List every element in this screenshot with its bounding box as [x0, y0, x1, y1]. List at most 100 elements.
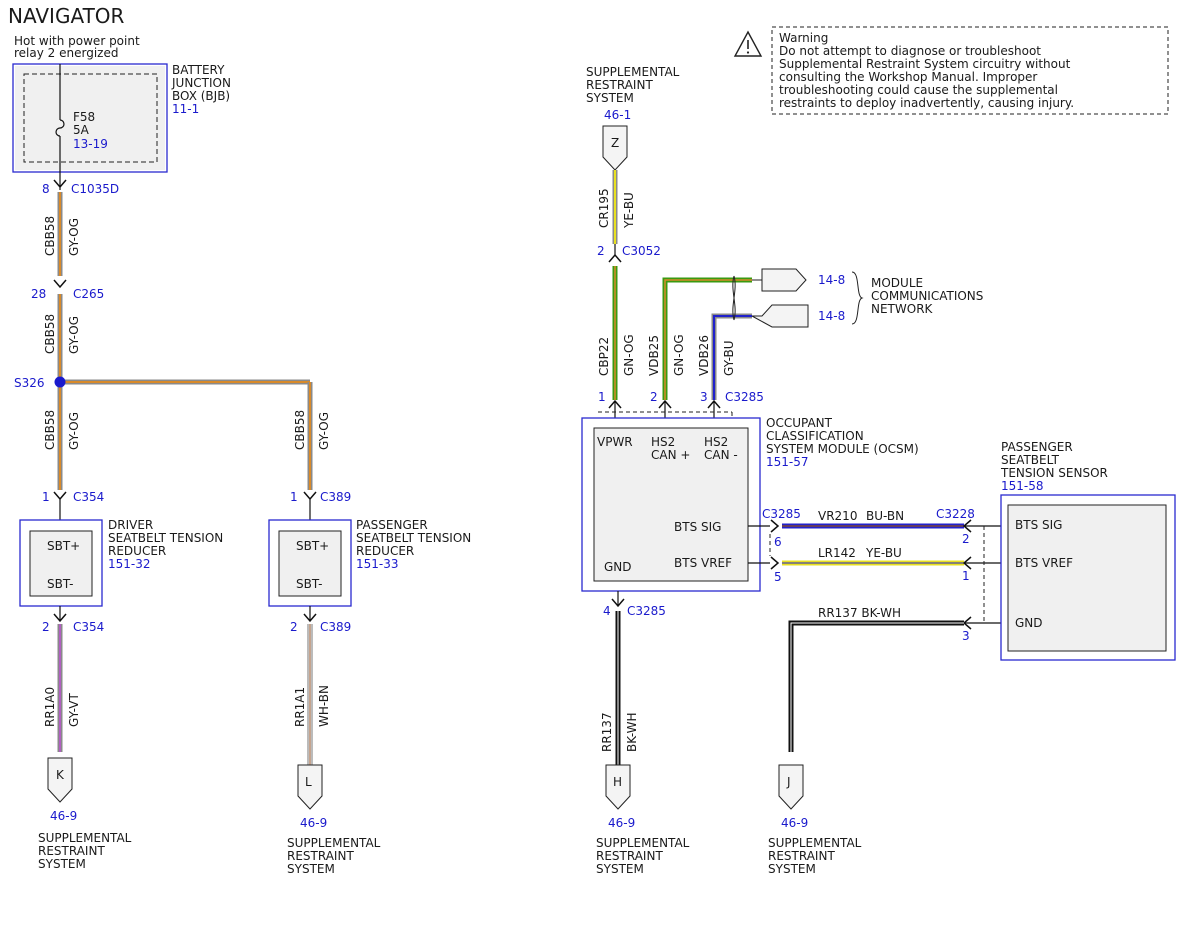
pin-number: 5 [774, 570, 782, 584]
pin-number: 6 [774, 535, 782, 549]
connector-label: C3228 [936, 507, 975, 521]
connector-tag-z: Z [602, 125, 628, 171]
brace-icon [851, 271, 864, 325]
warning-line: troubleshooting could cause the suppleme… [779, 83, 1058, 97]
fuse-ref: 13-19 [73, 137, 108, 151]
passenger-seatbelt-tension-sensor: BTS SIG BTS VREF GND [1000, 494, 1176, 661]
bjb-name: BOX (BJB) [172, 89, 230, 103]
pin-number: 3 [962, 629, 970, 643]
hot-note-line-1: Hot with power point [14, 34, 140, 48]
component-name: SYSTEM [596, 862, 644, 876]
warning-line: consulting the Workshop Manual. Improper [779, 70, 1037, 84]
connector-label: C389 [320, 490, 351, 504]
pin-number: 1 [42, 490, 50, 504]
component-name: SUPPLEMENTAL [768, 836, 862, 850]
component-name: DRIVER [108, 518, 153, 532]
wire-color: GY-VT [67, 693, 81, 727]
pin-number: 2 [650, 390, 658, 404]
wire-color: GY-OG [67, 412, 81, 450]
wire-id: RR137 [600, 712, 614, 752]
warning-line: Supplemental Restraint System circuitry … [779, 57, 1071, 71]
wire-color: BK-WH [625, 712, 639, 752]
component-name: RESTRAINT [38, 844, 105, 858]
pin-number: 2 [290, 620, 298, 634]
bjb-name: JUNCTION [171, 76, 231, 90]
connector-label: C354 [73, 490, 104, 504]
component-name: REDUCER [108, 544, 166, 558]
wire-id: CBP22 [597, 337, 611, 376]
component-ref: 151-33 [356, 557, 399, 571]
wire-id: CR195 [597, 188, 611, 228]
network-ref: 14-8 [818, 273, 845, 287]
connector-tag-j: J [778, 764, 804, 810]
wire-id: CBB58 [293, 410, 307, 450]
twisted-pair-icon [732, 275, 736, 321]
pin-name: BTS SIG [674, 520, 721, 534]
connector-label: C3285 [627, 604, 666, 618]
wire-color: YE-BU [622, 192, 636, 229]
wire-id: VR210 [818, 509, 857, 523]
wire-cbb58 [57, 294, 313, 490]
connector-label: C354 [73, 620, 104, 634]
ocsm-module: VPWR HS2 CAN + HS2 CAN - BTS SIG BTS VRE… [581, 417, 761, 592]
warning-line: Do not attempt to diagnose or troublesho… [779, 44, 1041, 58]
component-ref: 151-32 [108, 557, 151, 571]
warning-header: Warning [779, 31, 828, 45]
component-ref: 46-9 [300, 816, 327, 830]
network-ref: 14-8 [818, 309, 845, 323]
battery-junction-box: F58 5A 13-19 [12, 63, 168, 190]
pin-name: HS2 [651, 435, 675, 449]
pin-name: SBT+ [296, 539, 329, 553]
wire-color: GY-BU [722, 340, 736, 376]
network-connector-tag [751, 304, 809, 328]
wire-id: CBB58 [43, 314, 57, 354]
connector-label: C3285 [762, 507, 801, 521]
component-name: SEATBELT [1001, 453, 1060, 467]
splice-label: S326 [14, 376, 45, 390]
pin-number: 2 [962, 532, 970, 546]
pin-number: 2 [597, 244, 605, 258]
pin-name: SBT- [296, 577, 322, 591]
wire-id: LR142 [818, 546, 856, 560]
pin-number: 2 [42, 620, 50, 634]
connector-label: C1035D [71, 182, 119, 196]
fuse-rating: 5A [73, 123, 90, 137]
connector-label: C3052 [622, 244, 661, 258]
component-name: SYSTEM [768, 862, 816, 876]
component-name: SYSTEM [38, 857, 86, 871]
pin-name: BTS VREF [1015, 556, 1073, 570]
component-name: SYSTEM [287, 862, 335, 876]
component-name: CLASSIFICATION [766, 429, 864, 443]
wire-rr137-sensor [788, 620, 964, 752]
component-name: RESTRAINT [768, 849, 835, 863]
pin-name: BTS VREF [674, 556, 732, 570]
wire-id: CBB58 [43, 216, 57, 256]
component-name: SEATBELT TENSION [108, 531, 223, 545]
pin-number: 1 [290, 490, 298, 504]
component-ref: 46-9 [608, 816, 635, 830]
wire-color: GN-OG [672, 334, 686, 376]
svg-text:H: H [613, 775, 622, 789]
svg-text:K: K [56, 768, 65, 782]
wire-color: GY-OG [67, 316, 81, 354]
wire-color: BU-BN [866, 509, 904, 523]
pin-number: 28 [31, 287, 46, 301]
driver-seatbelt-tension-reducer: SBT+ SBT- [19, 519, 103, 607]
component-name: SUPPLEMENTAL [287, 836, 381, 850]
connector-label: C265 [73, 287, 104, 301]
wire-id: RR1A1 [293, 687, 307, 727]
splice-dot [54, 376, 66, 388]
component-name: SYSTEM [586, 91, 634, 105]
pin-number: 1 [962, 569, 970, 583]
pin-name: CAN - [704, 448, 738, 462]
wire-vdb25 [662, 277, 752, 400]
connector-tag-k: K [47, 757, 73, 803]
svg-text:J: J [786, 775, 791, 789]
wire-color: WH-BN [317, 685, 331, 727]
svg-text:L: L [305, 775, 312, 789]
pin-name: SBT- [47, 577, 73, 591]
wire-vdb26 [711, 313, 752, 400]
network-name: COMMUNICATIONS [871, 289, 983, 303]
wire-color: GY-OG [317, 412, 331, 450]
